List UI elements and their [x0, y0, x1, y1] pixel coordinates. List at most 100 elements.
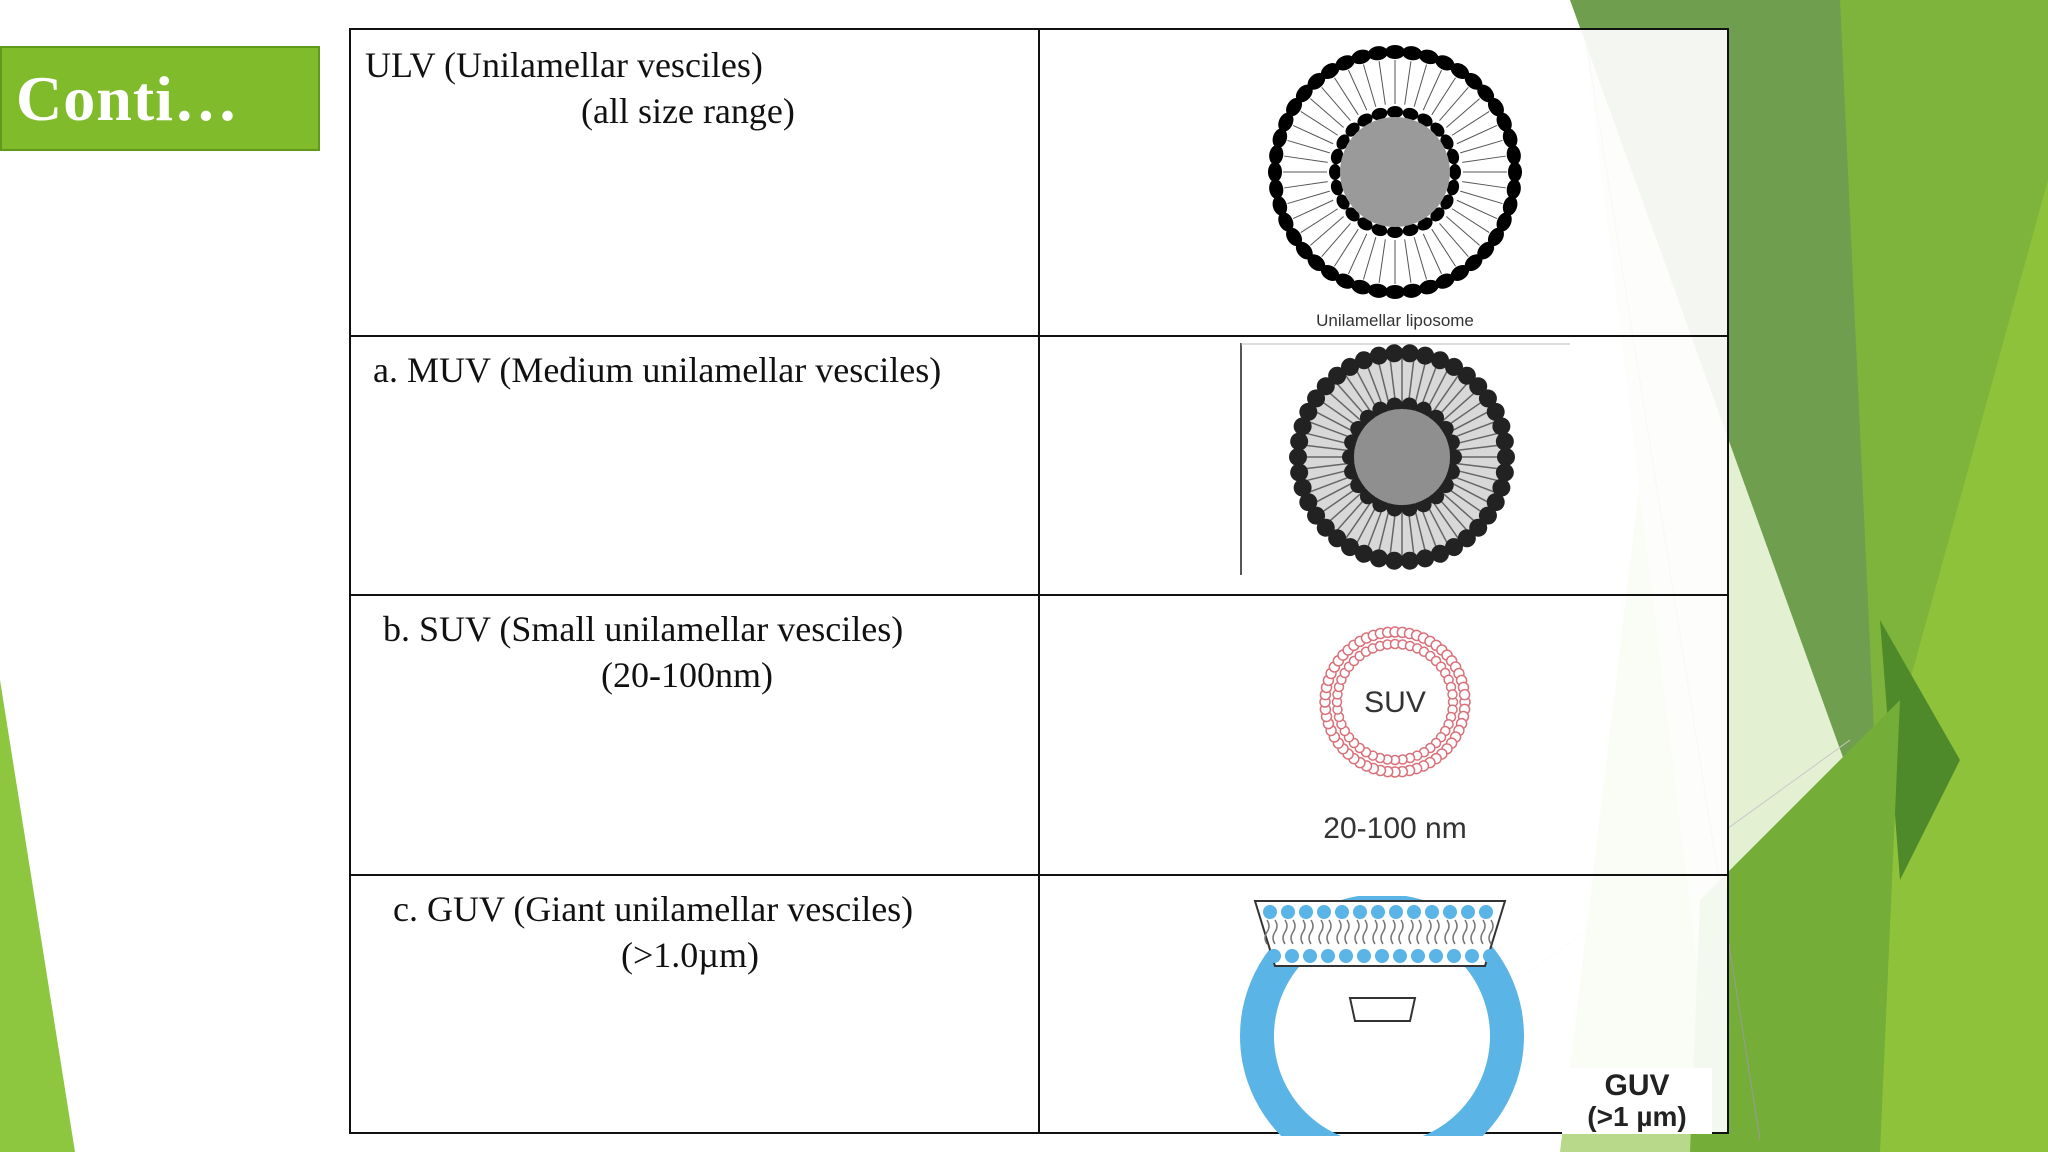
lipid-tail	[1313, 409, 1355, 433]
muv-figure-cell	[1038, 335, 1729, 596]
lipid-head	[1402, 283, 1423, 298]
lipid-head	[1449, 164, 1462, 180]
lipid-tail	[1326, 919, 1332, 945]
lipid-tail	[1336, 919, 1342, 945]
lipid-head	[1385, 285, 1406, 299]
lipid-tail	[1380, 919, 1386, 945]
lipid-tail	[1452, 919, 1458, 945]
lipid-head	[1464, 72, 1483, 90]
lipid-head	[1269, 144, 1284, 165]
lipid-tail	[1454, 469, 1500, 482]
lipid-tail	[1287, 190, 1331, 205]
lipid-head	[1296, 241, 1313, 260]
lipid-head	[1416, 346, 1435, 365]
lipid-head	[1461, 905, 1476, 919]
lipid-tail	[1444, 919, 1450, 945]
lipid-tail	[1416, 919, 1422, 945]
lipid-tail	[1446, 399, 1485, 427]
lipid-tail	[1284, 155, 1329, 163]
lipid-tail	[1302, 462, 1349, 470]
lipid-tail	[1334, 77, 1359, 116]
lipid-head	[1469, 518, 1488, 537]
lipid-tail	[1426, 368, 1450, 410]
lipid-head	[1496, 112, 1513, 132]
lipid-head	[1368, 283, 1389, 298]
ulv-figure-cell: Unilamellar liposome	[1038, 28, 1729, 337]
lipid-head	[1447, 179, 1460, 196]
lipid-tail	[1362, 919, 1368, 945]
lipid-head	[1435, 273, 1455, 289]
lipid-tail	[1287, 139, 1331, 154]
lipid-head	[1317, 377, 1336, 396]
lipid-head	[1402, 107, 1419, 121]
lipid-head	[1385, 45, 1406, 59]
lipid-tail	[1480, 919, 1486, 945]
lipid-tail	[1434, 919, 1440, 945]
lipid-tail	[1348, 69, 1368, 111]
lipid-tail	[1452, 475, 1497, 494]
lipid-head	[1401, 551, 1420, 570]
lipid-head	[1341, 357, 1360, 376]
lipid-head	[1417, 113, 1433, 127]
lipid-tail	[1455, 444, 1502, 452]
lipid-head	[1263, 905, 1278, 919]
lipid-tail	[1344, 374, 1373, 413]
lipid-head	[1389, 905, 1404, 919]
lipid-tail	[1284, 181, 1329, 189]
lipid-head	[1267, 949, 1282, 963]
lipid-head	[1479, 389, 1498, 408]
lipid-head	[1477, 84, 1495, 103]
lipid-bead-outer	[1459, 688, 1471, 701]
lipid-head	[1355, 351, 1374, 370]
lipid-head	[1341, 538, 1360, 557]
suv-diagram: SUV 20-100 nm	[1319, 626, 1471, 845]
lipid-head	[1411, 949, 1426, 963]
lipid-tail	[1300, 919, 1306, 945]
lipid-tail	[1413, 237, 1428, 280]
lipid-tail	[1389, 357, 1397, 404]
lipid-tail	[1452, 208, 1490, 233]
lipid-head	[1371, 905, 1386, 919]
lipid-head	[1290, 463, 1309, 482]
lipid-tail	[1456, 125, 1498, 145]
lipid-head	[1431, 544, 1450, 563]
lipid-tail	[1442, 492, 1478, 524]
table-row-muv: a. MUV (Medium unilamellar vesciles)	[348, 335, 1729, 596]
lipid-head	[1419, 49, 1439, 65]
lipid-tail	[1363, 237, 1377, 280]
lipid-head	[1447, 148, 1460, 165]
lipid-tail	[1414, 359, 1427, 405]
lipid-tail	[1304, 469, 1350, 482]
lipid-head	[1450, 264, 1470, 281]
suv-center-label: SUV	[1364, 686, 1426, 719]
lipid-tail	[1377, 509, 1391, 555]
lipid-tail	[1272, 919, 1278, 945]
lipid-head	[1357, 217, 1373, 231]
lipid-tail	[1372, 919, 1378, 945]
lipid-tail	[1378, 61, 1387, 105]
lipid-head	[1307, 72, 1326, 90]
lipid-head	[1293, 478, 1312, 497]
lipid-head	[1321, 264, 1340, 281]
lipid-tail	[1321, 87, 1352, 121]
lipid-head	[1402, 46, 1423, 61]
lipid-tail	[1413, 64, 1428, 107]
lipid-head	[1496, 212, 1513, 232]
lipid-head	[1335, 55, 1355, 71]
lipid-tail	[1319, 487, 1359, 515]
lipid-head	[1387, 226, 1404, 238]
lipid-tail	[1455, 462, 1502, 470]
lipid-tail	[1326, 390, 1363, 422]
lipid-tail	[1302, 444, 1349, 452]
lipid-tail	[1470, 919, 1476, 945]
lipid-head	[1335, 273, 1355, 289]
lipid-tail	[1334, 228, 1359, 267]
lipid-tail	[1420, 363, 1439, 407]
lipid-head	[1293, 417, 1312, 436]
lipid-head	[1355, 544, 1374, 563]
lipid-tail	[1420, 507, 1439, 551]
lipid-tail	[1308, 420, 1353, 439]
lipid-head	[1435, 55, 1455, 71]
muv-text-cell: a. MUV (Medium unilamellar vesciles)	[348, 335, 1041, 596]
lipid-tail	[1432, 374, 1460, 413]
